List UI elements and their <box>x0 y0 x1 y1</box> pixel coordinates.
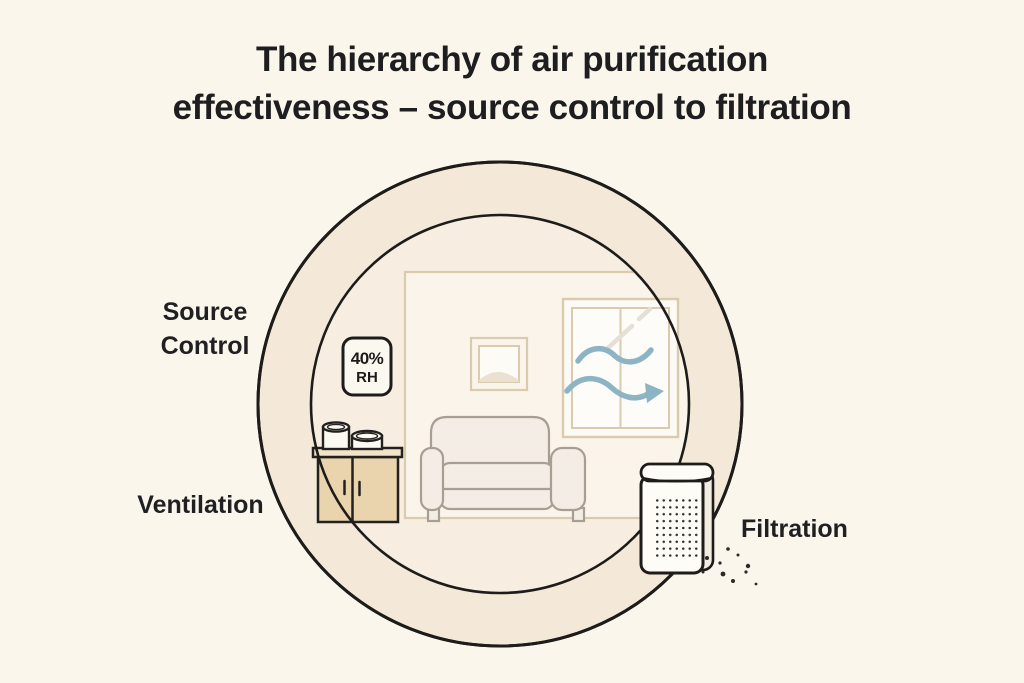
airflow-wave-upper <box>575 346 654 365</box>
sofa-arm-left <box>419 446 445 512</box>
window-reflection <box>605 323 635 351</box>
purifier-vent-dots <box>654 497 699 559</box>
source-control-line2: Control <box>160 332 250 360</box>
cabinet <box>311 446 404 524</box>
window <box>561 297 680 439</box>
source-control-line1: Source <box>162 298 248 326</box>
storage-jars <box>321 421 384 451</box>
airflow-arrowhead <box>645 383 664 403</box>
humidity-value: 40% <box>350 349 384 368</box>
window-reflection-small <box>636 306 653 322</box>
zone-label-ventilation: Ventilation <box>137 491 264 519</box>
picture-frame <box>469 336 529 392</box>
sofa <box>419 415 587 523</box>
picture-hill-art <box>479 372 519 382</box>
zone-label-filtration: Filtration <box>741 515 848 543</box>
hygrometer-reading: 40% RH <box>343 349 391 387</box>
sofa-seat <box>438 461 556 511</box>
airflow-arrows-icon <box>564 346 664 403</box>
airflow-wave-lower <box>564 375 651 401</box>
page-title-line2: effectiveness – source control to filtra… <box>172 88 852 127</box>
page-title: The hierarchy of air purification effect… <box>0 36 1024 132</box>
hygrometer-badge <box>341 336 393 397</box>
filtered-particles <box>701 547 758 586</box>
purifier-lid-edge <box>642 477 712 483</box>
zone-label-source-control: Source Control <box>110 295 300 363</box>
sofa-arm-right <box>549 446 587 512</box>
humidity-unit: RH <box>356 369 378 386</box>
page-title-line1: The hierarchy of air purification <box>256 40 768 79</box>
inner-circle-outline <box>309 213 691 595</box>
jar-right <box>350 429 384 451</box>
jar-left <box>321 421 351 451</box>
purifier-lid <box>639 462 715 483</box>
outer-circle-outline <box>256 160 744 648</box>
